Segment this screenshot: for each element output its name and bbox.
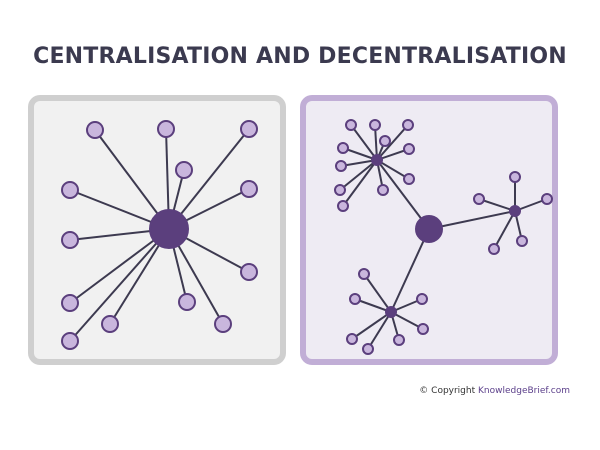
- leaf-node: [377, 184, 389, 196]
- sub-hub-node: [371, 154, 383, 166]
- leaf-node: [61, 231, 79, 249]
- sub-hub-edge: [493, 210, 516, 250]
- copyright-label: Copyright: [431, 386, 476, 396]
- sub-hub-node: [509, 205, 521, 217]
- leaf-node: [61, 332, 79, 350]
- central-hub-node: [149, 209, 189, 249]
- leaf-node: [178, 293, 196, 311]
- sub-hub-edge: [351, 311, 392, 340]
- leaf-node: [358, 268, 370, 280]
- leaf-node: [335, 160, 347, 172]
- sub-hub-edge: [390, 311, 424, 330]
- main-hub-node: [415, 215, 443, 243]
- central-edge: [69, 228, 170, 342]
- sub-hub-edge: [340, 159, 378, 167]
- sub-hub-edge: [354, 298, 392, 313]
- leaf-node: [240, 180, 258, 198]
- leaf-node: [240, 263, 258, 281]
- leaf-node: [157, 120, 175, 138]
- sub-hub-edge: [363, 273, 392, 313]
- leaf-node: [403, 143, 415, 155]
- leaf-node: [349, 293, 361, 305]
- leaf-node: [403, 173, 415, 185]
- sub-hub-edge: [342, 159, 378, 207]
- central-edge: [69, 228, 170, 304]
- leaf-node: [61, 294, 79, 312]
- leaf-node: [379, 135, 391, 147]
- leaf-node: [417, 323, 429, 335]
- copyright-brand[interactable]: KnowledgeBrief.com: [478, 386, 570, 396]
- sub-hub-edge: [376, 124, 409, 161]
- leaf-node: [337, 200, 349, 212]
- leaf-node: [416, 293, 428, 305]
- leaf-node: [509, 171, 521, 183]
- leaf-node: [369, 119, 381, 131]
- leaf-node: [473, 193, 485, 205]
- leaf-node: [516, 235, 528, 247]
- leaf-node: [541, 193, 553, 205]
- leaf-node: [346, 333, 358, 345]
- page-title: CENTRALISATION AND DECENTRALISATION: [33, 44, 567, 69]
- leaf-node: [86, 121, 104, 139]
- sub-hub-edge: [339, 159, 378, 191]
- leaf-node: [393, 334, 405, 346]
- leaf-node: [175, 161, 193, 179]
- leaf-node: [362, 343, 374, 355]
- sub-hub-edge: [376, 159, 410, 180]
- hub-link-edge: [428, 210, 516, 230]
- leaf-node: [101, 315, 119, 333]
- leaf-node: [488, 243, 500, 255]
- sub-hub-edge: [367, 311, 392, 350]
- sub-hub-node: [385, 306, 397, 318]
- leaf-node: [61, 181, 79, 199]
- leaf-node: [240, 120, 258, 138]
- central-edge: [168, 128, 250, 230]
- sub-hub-edge: [350, 124, 378, 161]
- hub-link-edge: [376, 159, 430, 230]
- leaf-node: [337, 142, 349, 154]
- leaf-node: [214, 315, 232, 333]
- sub-hub-edge: [478, 198, 516, 212]
- leaf-node: [345, 119, 357, 131]
- hub-link-edge: [390, 228, 430, 313]
- central-edge: [94, 129, 170, 230]
- copyright-notice: © Copyright KnowledgeBrief.com: [419, 386, 570, 396]
- leaf-node: [334, 184, 346, 196]
- sub-hub-edge: [342, 147, 378, 161]
- copyright-symbol: ©: [419, 386, 429, 396]
- leaf-node: [402, 119, 414, 131]
